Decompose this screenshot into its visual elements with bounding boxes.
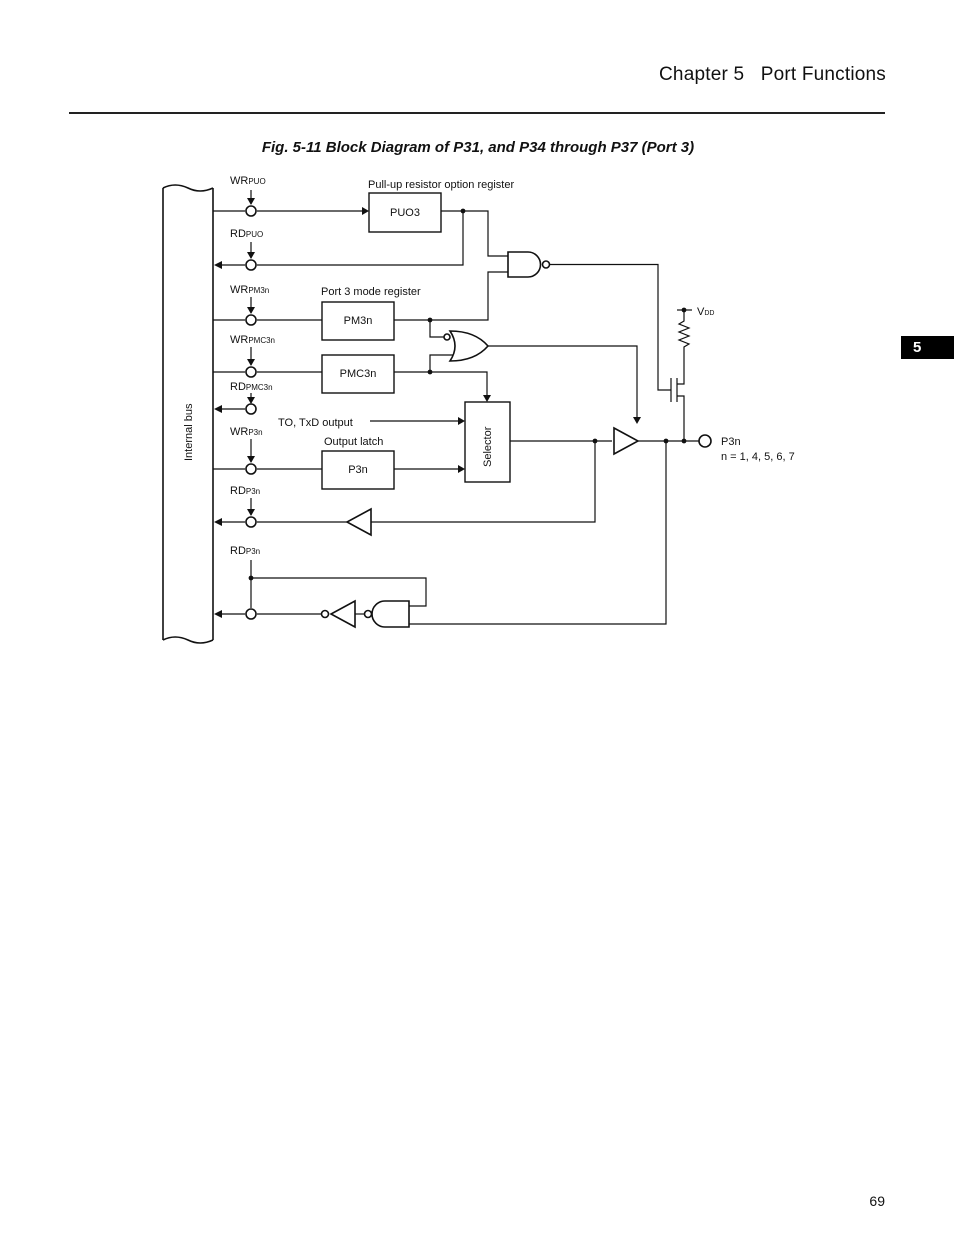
puo3-wiring	[257, 208, 508, 266]
chapter-tab: 5	[901, 336, 954, 359]
readback-buffer	[257, 438, 598, 537]
selector-label: Selector	[482, 426, 494, 467]
mode-or-gate	[448, 330, 641, 424]
mode-wiring	[394, 317, 491, 402]
pin-label: P3n	[721, 436, 741, 448]
label-rd-pmc3n: RDPMC3n	[230, 381, 273, 393]
label-wr-p3n: WRP3n	[230, 426, 263, 438]
p3n-latch-block	[321, 450, 395, 490]
internal-bus: Internal bus	[162, 184, 214, 644]
pullup-nand-gate	[394, 251, 671, 391]
label-rd-p3n-1: RDP3n	[230, 485, 260, 497]
pm3n-block	[321, 301, 395, 341]
label-wr-pm3n: WRPM3n	[230, 284, 269, 296]
to-txd-label: TO, TxD output	[278, 417, 353, 429]
pin-read-path	[248, 441, 667, 629]
vdd-label: VDD	[697, 306, 714, 318]
selector-block	[464, 401, 511, 483]
chapter-title: Chapter 5 Port Functions	[659, 64, 886, 85]
figure-caption: Fig. 5-11 Block Diagram of P31, and P34 …	[261, 139, 695, 156]
pm3n-label: PM3n	[344, 315, 373, 327]
signal-labels: WRPUO RDPUO WRPM3n WRPMC3n RDPMC3n WRP3n…	[230, 175, 275, 557]
output-latch-label: Output latch	[324, 436, 383, 448]
pmc3n-label: PMC3n	[340, 368, 377, 380]
label-rd-puo: RDPUO	[230, 228, 263, 240]
output-buffer	[613, 426, 699, 456]
bus-label: Internal bus	[183, 403, 195, 461]
bus-wires	[213, 207, 369, 618]
puo3-block	[368, 192, 442, 233]
puo3-label: PUO3	[390, 207, 420, 219]
pin-p3n: P3n n = 1, 4, 5, 6, 7	[698, 434, 795, 463]
label-wr-pmc3n: WRPMC3n	[230, 334, 275, 346]
header-rule	[69, 112, 885, 114]
pmc3n-block	[321, 354, 395, 394]
p3n-latch-label: P3n	[348, 464, 368, 476]
page-number: 69	[869, 1193, 885, 1209]
label-rd-p3n-2: RDP3n	[230, 545, 260, 557]
register-blocks: PUO3 PM3n PMC3n P3n Selector	[321, 192, 511, 490]
pullup-circuit: VDD	[670, 306, 714, 441]
pullup-register-label: Pull-up resistor option register	[368, 179, 514, 191]
label-wr-puo: WRPUO	[230, 175, 266, 187]
bus-terminals	[245, 205, 257, 620]
pin-note: n = 1, 4, 5, 6, 7	[721, 451, 795, 463]
strobe-arrows	[247, 190, 255, 516]
mode-register-label: Port 3 mode register	[321, 286, 421, 298]
